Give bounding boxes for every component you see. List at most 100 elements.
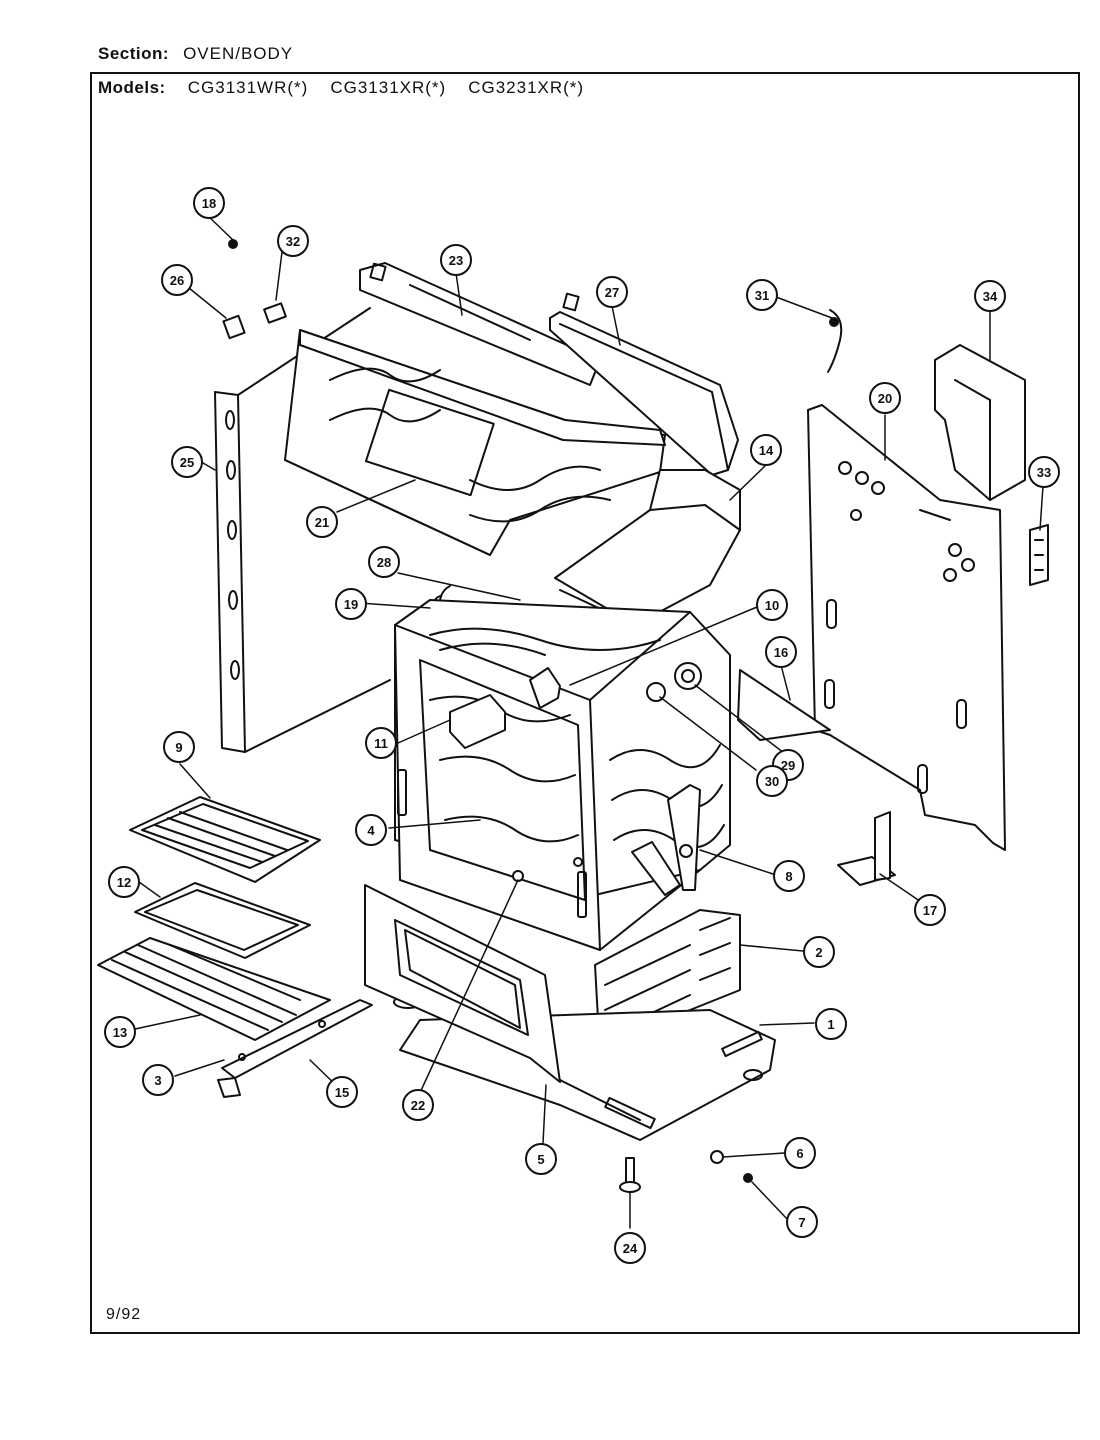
callout-1: 1 — [815, 1008, 847, 1040]
model-2: CG3131XR(*) — [330, 78, 447, 97]
thermostat-knob — [674, 662, 702, 690]
callout-14: 14 — [750, 434, 782, 466]
broiler-rack — [97, 937, 331, 1041]
svg-text:14: 14 — [759, 443, 774, 458]
svg-text:7: 7 — [798, 1215, 805, 1230]
callout-28: 28 — [368, 546, 400, 578]
svg-text:18: 18 — [202, 196, 216, 211]
svg-text:22: 22 — [411, 1098, 425, 1113]
svg-text:3: 3 — [154, 1073, 161, 1088]
callout-8: 8 — [773, 860, 805, 892]
burner-valve-assembly — [631, 784, 701, 896]
svg-text:11: 11 — [374, 736, 388, 751]
models-label: Models: — [98, 78, 166, 97]
callout-4: 4 — [355, 814, 387, 846]
svg-text:4: 4 — [367, 823, 375, 838]
callout-22: 22 — [402, 1089, 434, 1121]
svg-text:9: 9 — [175, 740, 182, 755]
callout-6: 6 — [784, 1137, 816, 1169]
svg-text:1: 1 — [827, 1017, 834, 1032]
oven-rack — [129, 796, 321, 883]
burner-bracket — [449, 694, 506, 749]
callout-18: 18 — [193, 187, 225, 219]
model-1: CG3131WR(*) — [187, 78, 309, 97]
callout-13: 13 — [104, 1016, 136, 1048]
callout-10: 10 — [756, 589, 788, 621]
oven-liner — [394, 599, 731, 951]
model-3: CG3231XR(*) — [468, 78, 585, 97]
callout-3: 3 — [142, 1064, 174, 1096]
callout-29: 29 — [772, 749, 804, 781]
svg-text:13: 13 — [113, 1025, 127, 1040]
callout-34: 34 — [974, 280, 1006, 312]
svg-text:10: 10 — [765, 598, 779, 613]
callout-24: 24 — [614, 1232, 646, 1264]
flue-panel — [549, 311, 739, 476]
terminal-block — [1029, 524, 1049, 586]
callout-17: 17 — [914, 894, 946, 926]
callout-2: 2 — [803, 936, 835, 968]
section-value: OVEN/BODY — [183, 44, 294, 63]
svg-text:23: 23 — [449, 253, 463, 268]
svg-text:2: 2 — [815, 945, 822, 960]
drawer-slide — [217, 999, 373, 1098]
svg-text:12: 12 — [117, 875, 131, 890]
svg-text:32: 32 — [286, 234, 300, 249]
svg-text:24: 24 — [623, 1241, 638, 1256]
callout-23: 23 — [440, 244, 472, 276]
callout-9: 9 — [163, 731, 195, 763]
svg-text:27: 27 — [605, 285, 619, 300]
callout-32: 32 — [277, 225, 309, 257]
svg-text:19: 19 — [344, 597, 358, 612]
svg-text:15: 15 — [335, 1085, 349, 1100]
svg-text:21: 21 — [315, 515, 329, 530]
svg-text:28: 28 — [377, 555, 391, 570]
callout-19: 19 — [335, 588, 367, 620]
callout-20: 20 — [869, 382, 901, 414]
svg-text:8: 8 — [785, 869, 792, 884]
callout-12: 12 — [108, 866, 140, 898]
callout-16: 16 — [765, 636, 797, 668]
svg-text:34: 34 — [983, 289, 998, 304]
svg-text:30: 30 — [765, 774, 779, 789]
callout-27: 27 — [596, 276, 628, 308]
callout-26: 26 — [161, 264, 193, 296]
section-label: Section: — [98, 44, 170, 63]
callout-30: 30 — [756, 765, 788, 797]
callout-15: 15 — [326, 1076, 358, 1108]
top-front-brace — [359, 262, 601, 386]
callout-25: 25 — [171, 446, 203, 478]
section-heading: Section: OVEN/BODY — [98, 44, 293, 64]
svg-text:20: 20 — [878, 391, 892, 406]
power-cord — [827, 309, 843, 373]
anti-tip-bracket — [837, 811, 896, 886]
models-heading: Models: CG3131WR(*) CG3131XR(*) CG3231XR(*) — [98, 78, 584, 98]
svg-text:26: 26 — [170, 273, 184, 288]
terminal-box-cover — [934, 344, 1026, 501]
side-panel-left — [214, 307, 391, 753]
callout-31: 31 — [746, 279, 778, 311]
callout-11: 11 — [365, 727, 397, 759]
diagram-frame — [90, 72, 1080, 1334]
callout-7: 7 — [786, 1206, 818, 1238]
revision-date: 9/92 — [106, 1306, 142, 1323]
svg-text:31: 31 — [755, 288, 769, 303]
svg-text:6: 6 — [796, 1146, 803, 1161]
svg-text:16: 16 — [774, 645, 788, 660]
igniter — [529, 667, 561, 709]
broiler-pan — [134, 882, 311, 959]
lower-back-cover — [737, 669, 831, 741]
leader-lines — [134, 212, 1044, 1229]
svg-text:29: 29 — [781, 758, 795, 773]
svg-text:33: 33 — [1037, 465, 1051, 480]
svg-text:17: 17 — [923, 903, 937, 918]
svg-text:5: 5 — [537, 1152, 544, 1167]
callout-33: 33 — [1028, 456, 1060, 488]
top-support-panel — [284, 329, 666, 556]
callout-5: 5 — [525, 1143, 557, 1175]
back-panel — [807, 404, 1006, 851]
svg-text:25: 25 — [180, 455, 194, 470]
callout-21: 21 — [306, 506, 338, 538]
small-hardware — [222, 239, 753, 1193]
